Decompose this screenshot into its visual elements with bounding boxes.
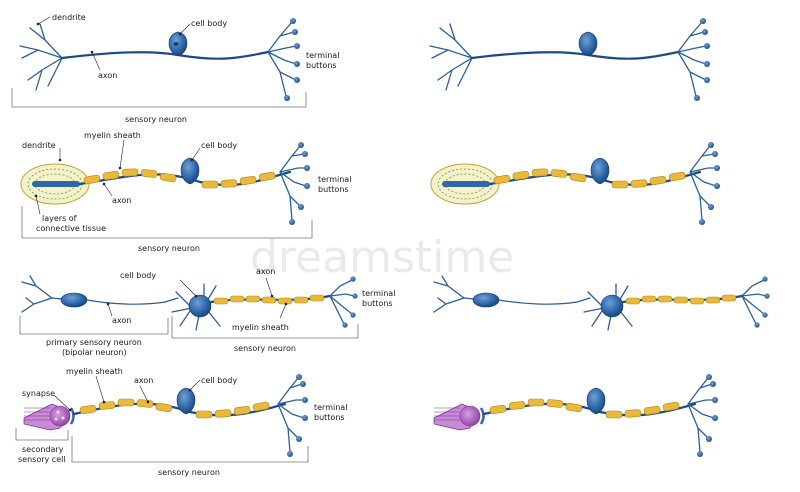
- label-buttons: buttons: [306, 61, 337, 70]
- bipolar-neuron: [21, 275, 179, 313]
- label-axon: axon: [134, 376, 153, 385]
- label-terminal: terminal: [306, 51, 339, 60]
- caption-primary-sensory: primary sensory neuron: [46, 338, 142, 347]
- label-cell-body: cell body: [191, 19, 227, 28]
- label-layers: layers of: [42, 214, 77, 223]
- label-myelin-sheath: myelin sheath: [84, 131, 141, 140]
- caption-bracket: [11, 88, 307, 108]
- caption-sensory-cell: sensory cell: [18, 455, 66, 464]
- myelin-sheath-segments: [83, 168, 276, 189]
- secondary-sensory-cell: [23, 403, 75, 431]
- panel-sensory-neuron-labeled: dendrite cell body axon terminal buttons…: [11, 13, 339, 124]
- caption-sensory-neuron: sensory neuron: [234, 344, 296, 353]
- multipolar-neuron: [171, 276, 358, 331]
- label-terminal: terminal: [362, 289, 395, 298]
- panel-bipolar-neuron-labeled: cell body axon terminal buttons axon mye…: [19, 267, 395, 357]
- caption-sensory-neuron: sensory neuron: [125, 115, 187, 124]
- panel-secondary-cell-plain: [433, 374, 718, 457]
- panel-sensory-neuron-plain: [429, 18, 710, 101]
- caption-secondary: secondary: [22, 445, 64, 454]
- label-axon-right: axon: [256, 267, 275, 276]
- label-myelin-sheath: myelin sheath: [66, 367, 123, 376]
- label-terminal: terminal: [318, 175, 351, 184]
- caption-bracket-right: [171, 316, 359, 339]
- label-axon: axon: [112, 196, 131, 205]
- label-buttons: buttons: [318, 185, 349, 194]
- label-cell-body: cell body: [201, 376, 237, 385]
- terminal-branches: [267, 18, 300, 101]
- caption-bracket-right: [71, 436, 309, 463]
- connective-tissue-layers: [20, 163, 90, 205]
- label-dendrite: dendrite: [22, 141, 56, 150]
- caption-bipolar: (bipolar neuron): [62, 348, 127, 357]
- caption-sensory-neuron: sensory neuron: [158, 468, 220, 477]
- label-terminal: terminal: [314, 403, 347, 412]
- watermark: dreamstime: [250, 232, 514, 283]
- panel-myelinated-neuron-plain: [430, 142, 720, 225]
- caption-bracket: [21, 206, 313, 239]
- label-axon: axon: [98, 71, 117, 80]
- panel-myelinated-neuron-labeled: dendrite myelin sheath cell body axon te…: [20, 131, 351, 253]
- label-axon-left: axon: [112, 316, 131, 325]
- caption-bracket-left: [19, 316, 169, 335]
- label-cell-body: cell body: [201, 141, 237, 150]
- terminal-branches: [279, 142, 310, 225]
- panel-bipolar-neuron-plain: [433, 275, 770, 331]
- label-cell-body: cell body: [120, 271, 156, 280]
- label-buttons: buttons: [314, 413, 345, 422]
- caption-sensory-neuron: sensory neuron: [138, 244, 200, 253]
- panel-secondary-cell-labeled: myelin sheath axon cell body synapse ter…: [15, 367, 347, 477]
- label-dendrite: dendrite: [52, 13, 86, 22]
- label-synapse: synapse: [22, 389, 55, 398]
- axon-path: [60, 50, 270, 60]
- label-myelin-sheath: myelin sheath: [232, 323, 289, 332]
- caption-bracket-left: [15, 428, 69, 441]
- label-connective-tissue: connective tissue: [36, 224, 106, 233]
- label-buttons: buttons: [362, 299, 393, 308]
- dendrite-tree: [19, 23, 63, 91]
